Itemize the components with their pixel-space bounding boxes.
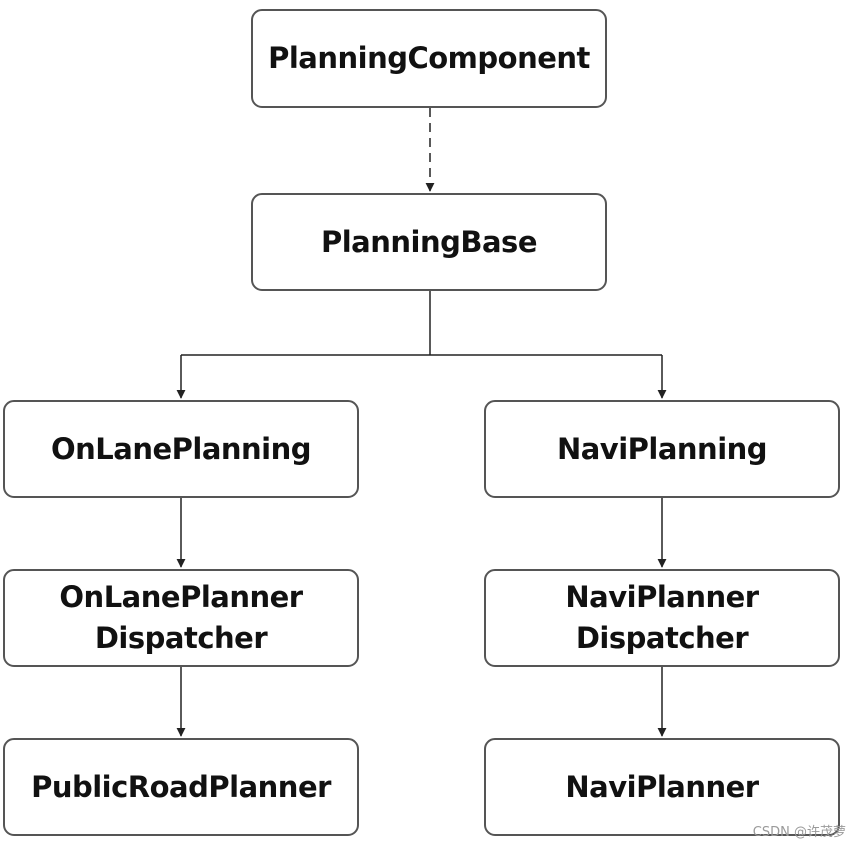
node-label: PlanningBase: [320, 224, 538, 259]
node-label: NaviPlanning: [556, 431, 768, 466]
node-label-line1: NaviPlanner: [565, 580, 759, 614]
node-label-line2: Dispatcher: [94, 621, 268, 655]
node-label-line1: OnLanePlanner: [59, 580, 303, 614]
node-label: PlanningComponent: [268, 41, 590, 75]
node-navi-planner-dispatcher: NaviPlanner Dispatcher: [484, 569, 840, 667]
node-navi-planner: NaviPlanner: [484, 738, 840, 836]
node-label: PublicRoadPlanner: [31, 769, 331, 804]
node-navi-planning: NaviPlanning: [484, 400, 840, 498]
node-planning-component: PlanningComponent: [251, 9, 607, 108]
watermark-text: CSDN @许茂萝: [752, 825, 846, 840]
node-onlane-planning: OnLanePlanning: [3, 400, 359, 498]
node-public-road-planner: PublicRoadPlanner: [3, 738, 359, 836]
node-planning-base: PlanningBase: [251, 193, 607, 291]
node-label-line2: Dispatcher: [575, 621, 749, 655]
node-label: OnLanePlanning: [50, 431, 312, 466]
node-label: NaviPlanner: [565, 769, 759, 804]
node-onlane-planner-dispatcher: OnLanePlanner Dispatcher: [3, 569, 359, 667]
